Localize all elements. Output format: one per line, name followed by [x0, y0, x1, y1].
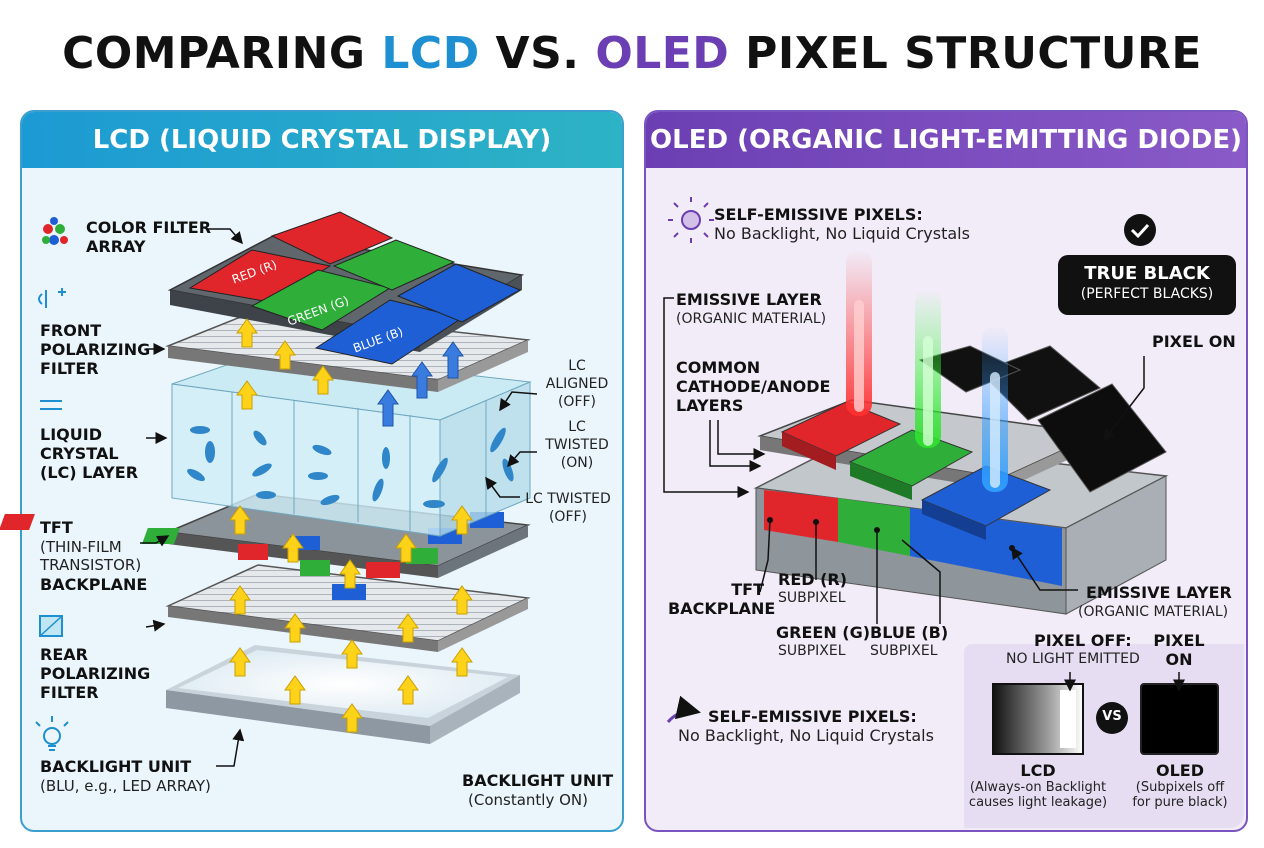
color-filter-label: COLOR FILTER ARRAY — [86, 218, 212, 256]
emissive-bottom-label: EMISSIVE LAYER — [1086, 583, 1232, 602]
red-subpixel-sub: SUBPIXEL — [778, 590, 846, 606]
check-icon — [1124, 214, 1156, 246]
color-filter-layer — [167, 211, 525, 365]
rear-polarizer-layer — [165, 564, 531, 652]
oled-tft-label: TFT BACKPLANE — [668, 580, 776, 618]
vs-badge — [1096, 702, 1128, 734]
front-polarizer-label: FRONT POLARIZING FILTER — [40, 321, 151, 378]
light-beams — [846, 250, 1008, 492]
tft-backplane-layer — [0, 493, 531, 600]
polarizer-icon — [38, 288, 66, 308]
red-subpixel-label: RED (R) — [778, 570, 848, 589]
inset-oled-caption: (Subpixels off for pure black) — [1132, 780, 1228, 810]
green-subpixel-sub: SUBPIXEL — [778, 643, 846, 659]
lc-layer-label: LIQUID CRYSTAL (LC) LAYER — [40, 425, 139, 482]
blu-right-sub: (Constantly ON) — [468, 791, 588, 809]
sun-icon — [668, 197, 714, 243]
blu-label: BACKLIGHT UNIT — [40, 757, 192, 776]
self-emissive-title: SELF-EMISSIVE PIXELS: — [714, 205, 923, 224]
self-emissive2-sub: No Backlight, No Liquid Crystals — [678, 726, 934, 745]
common-layers-label: COMMON CATHODE/ANODE LAYERS — [676, 358, 831, 415]
backplane-label: BACKPLANE — [40, 575, 148, 594]
emissive-top-label: EMISSIVE LAYER — [676, 290, 822, 309]
pixel-on-label: PIXEL ON — [1152, 332, 1236, 351]
inset-lcd-label: LCD — [1020, 761, 1056, 780]
color-wheel-icon — [42, 217, 68, 245]
bulb-icon — [35, 716, 69, 751]
pixel-off-title: PIXEL OFF: — [1034, 631, 1132, 650]
emissive-bottom-sub: (ORGANIC MATERIAL) — [1078, 604, 1229, 620]
pixel-on2-label: PIXEL ON — [1153, 631, 1205, 669]
true-black-title: TRUE BLACK — [1084, 263, 1210, 284]
title-part: VS. — [479, 28, 596, 79]
blue-subpixel-sub: SUBPIXEL — [870, 643, 938, 659]
vs-label: VS — [1102, 709, 1122, 724]
title-part: PIXEL STRUCTURE — [729, 28, 1202, 79]
page-title: COMPARING LCD VS. OLED PIXEL STRUCTURE — [0, 28, 1264, 79]
green-subpixel-label: GREEN (G) — [776, 623, 871, 642]
lc-icon — [40, 400, 62, 410]
true-black-callout: TRUE BLACK (PERFECT BLACKS) — [1058, 255, 1236, 315]
inset-oled-label: OLED — [1155, 761, 1204, 780]
tft-label: TFT — [40, 518, 73, 537]
inset-lcd-caption: (Always-on Backlight causes light leakag… — [968, 780, 1108, 810]
tft-sub-label: (THIN-FILM TRANSISTOR) — [40, 538, 142, 574]
lc-aligned-label: LC ALIGNED (OFF) — [545, 358, 609, 410]
pixel-off-sub: NO LIGHT EMITTED — [1006, 651, 1140, 667]
lcd-panel-header: LCD (LIQUID CRYSTAL DISPLAY) — [22, 112, 622, 168]
title-oled: OLED — [595, 28, 730, 79]
emissive-top-sub: (ORGANIC MATERIAL) — [676, 311, 827, 327]
oled-layers — [757, 345, 1167, 540]
lc-twisted-off-label: LC TWISTED (OFF) — [525, 491, 611, 525]
title-lcd: LCD — [381, 28, 480, 79]
true-black-sub: (PERFECT BLACKS) — [1080, 286, 1214, 302]
title-part: COMPARING — [62, 28, 382, 79]
rear-polarizer-label: REAR POLARIZING FILTER — [40, 645, 151, 702]
self-emissive-sub: No Backlight, No Liquid Crystals — [714, 224, 970, 243]
backlight-layer — [166, 645, 520, 744]
light-arrows — [229, 318, 473, 733]
oled-pixel-sample — [1140, 683, 1219, 755]
blue-subpixel-label: BLUE (B) — [870, 623, 949, 642]
blu-right-label: BACKLIGHT UNIT — [462, 771, 614, 790]
purple-arrow-icon — [666, 695, 701, 724]
self-emissive2-title: SELF-EMISSIVE PIXELS: — [708, 707, 917, 726]
lc-twisted-on-label: LC TWISTED (ON) — [545, 419, 609, 471]
blu-sub-label: (BLU, e.g., LED ARRAY) — [40, 777, 211, 795]
oled-panel-header: OLED (ORGANIC LIGHT-EMITTING DIODE) — [646, 112, 1246, 168]
blue-arrows — [377, 341, 464, 427]
